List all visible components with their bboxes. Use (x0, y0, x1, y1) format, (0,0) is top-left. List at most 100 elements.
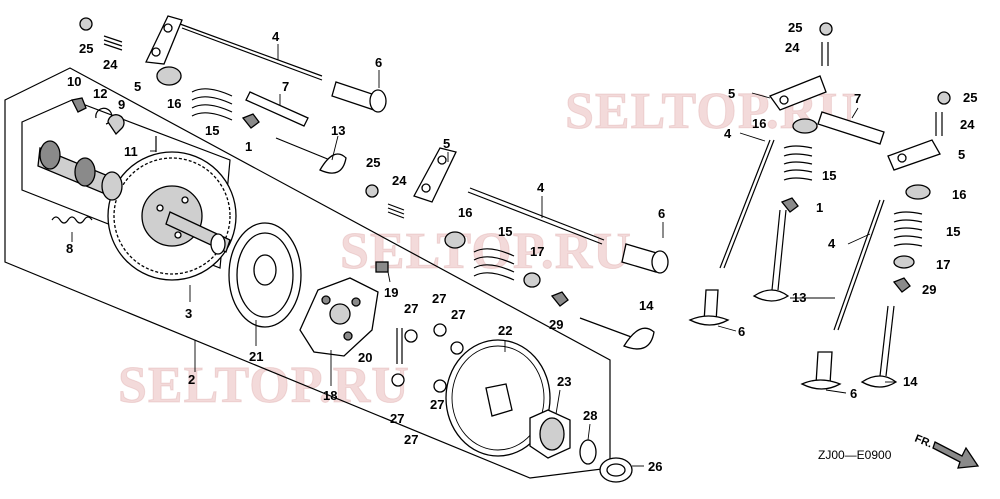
part-number-label: 29 (549, 317, 563, 332)
part-number-label: 5 (728, 86, 735, 101)
rocker-shaft-left (245, 91, 309, 127)
rocker-arm (413, 147, 457, 203)
part-number-label: 1 (816, 200, 823, 215)
rocker-shaft (817, 111, 885, 145)
adjust-screw (935, 112, 943, 136)
part-number-label: 5 (958, 147, 965, 162)
valve-spring-left (191, 88, 233, 121)
pulley (529, 409, 571, 459)
part-number-label: 27 (404, 432, 418, 447)
rocker-arm (145, 15, 183, 65)
weight-cap (71, 97, 125, 136)
pushrod (719, 139, 885, 331)
part-number-label: 27 (451, 307, 465, 322)
part-number-label: 25 (366, 155, 380, 170)
part-number-label: 21 (249, 349, 263, 364)
part-number-label: 2 (188, 372, 195, 387)
valve-guide-left (156, 66, 182, 86)
front-direction-arrow: FR. (913, 433, 980, 469)
part-number-label: 25 (79, 41, 93, 56)
stem-seal (523, 272, 569, 307)
part-number-label: 26 (648, 459, 662, 474)
part-number-label: 15 (822, 168, 836, 183)
part-number-label: 24 (960, 117, 975, 132)
part-number-label: 10 (67, 74, 81, 89)
part-number-label: 15 (498, 224, 512, 239)
part-number-label: 6 (375, 55, 382, 70)
part-number-label: 16 (458, 205, 472, 220)
part-number-label: 25 (788, 20, 802, 35)
part-number-label: 27 (404, 301, 418, 316)
governor-pin (396, 328, 403, 364)
part-number-label: 13 (331, 123, 345, 138)
adjust-screw (103, 35, 123, 51)
part-number-label: 23 (557, 374, 571, 389)
valve-guide (331, 81, 387, 113)
stem-seal (780, 197, 915, 293)
valve-guide (688, 289, 842, 390)
part-number-label: 7 (854, 91, 861, 106)
valve-stem-left (241, 113, 347, 174)
part-number-label: 14 (903, 374, 918, 389)
part-number-label: 3 (185, 306, 192, 321)
part-number-label: 14 (639, 298, 654, 313)
part-number-label: 22 (498, 323, 512, 338)
part-number-label: 6 (738, 324, 745, 339)
valve-stem (752, 209, 898, 388)
part-number-label: 18 (323, 388, 337, 403)
steel-balls (391, 323, 464, 393)
valve-spring (783, 145, 923, 247)
watermark: SELTOP.RU (118, 357, 410, 414)
part-number-label: 27 (430, 397, 444, 412)
camshaft (37, 140, 231, 255)
governor-holder (299, 277, 379, 357)
front-marker-label: FR. (913, 433, 934, 451)
valve-guide (621, 243, 669, 274)
nut (79, 17, 93, 31)
part-number-label: 17 (530, 244, 544, 259)
valve-spring (473, 248, 515, 281)
timing-plate (228, 222, 302, 328)
part-number-label: 24 (785, 40, 800, 55)
nut (819, 22, 833, 36)
leader-lines (71, 44, 895, 467)
rocker-arm (768, 75, 827, 111)
spring-retainer (792, 118, 931, 200)
cam-sprocket (445, 339, 551, 457)
nut (365, 184, 379, 198)
nut (937, 91, 951, 105)
adjust-screw (387, 203, 405, 219)
part-number-label: 17 (936, 257, 950, 272)
part-number-label: 6 (658, 206, 665, 221)
part-number-label: 15 (205, 123, 219, 138)
part-number-label: 4 (724, 126, 732, 141)
part-number-label: 1 (245, 139, 252, 154)
part-number-label: 5 (443, 136, 450, 151)
governor-slider (375, 261, 389, 273)
part-number-label: 25 (963, 90, 977, 105)
decompressor-spring (51, 216, 93, 224)
valve-stem (579, 317, 655, 350)
rocker-arm (887, 139, 941, 171)
part-number-label: 27 (432, 291, 446, 306)
part-labels: 25 24 5 16 4 6 15 7 1 13 10 12 9 11 8 3 … (66, 20, 977, 474)
part-number-label: 6 (850, 386, 857, 401)
part-number-label: 24 (103, 57, 118, 72)
part-number-label: 29 (922, 282, 936, 297)
part-number-label: 16 (752, 116, 766, 131)
part-number-label: 9 (118, 97, 125, 112)
part-number-label: 20 (358, 350, 372, 365)
part-number-label: 8 (66, 241, 73, 256)
part-number-label: 16 (167, 96, 181, 111)
washer (579, 439, 633, 483)
part-number-label: 24 (392, 173, 407, 188)
part-number-label: 4 (537, 180, 545, 195)
part-number-label: 27 (390, 411, 404, 426)
part-number-label: 4 (828, 236, 836, 251)
diagram-code: ZJ00—E0900 (818, 448, 892, 462)
spring-retainer (444, 231, 466, 249)
part-number-label: 19 (384, 285, 398, 300)
part-number-label: 12 (93, 86, 107, 101)
part-number-label: 5 (134, 79, 141, 94)
